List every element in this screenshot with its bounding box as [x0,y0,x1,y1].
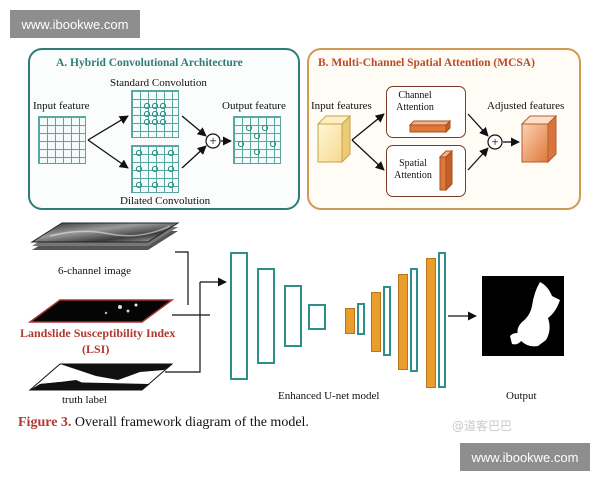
panel-b-title: B. Multi-Channel Spatial Attention (MCSA… [318,57,535,69]
six-channel-image-stack [30,222,180,250]
six-channel-label: 6-channel image [58,265,131,277]
arrow-to-dilated [87,139,129,169]
panel-a-output-label: Output feature [222,100,286,112]
kernel-dot [143,118,151,126]
watermark-bottom: www.ibookwe.com [460,443,590,471]
weibo-watermark: @道客巴巴 [452,419,513,433]
panel-a-standard-label: Standard Convolution [110,77,207,89]
channel-attention-label: Channel Attention [396,90,434,113]
watermark-top: www.ibookwe.com [10,10,140,38]
arrow-dilated-to-sum [181,145,207,169]
kernel-dot [253,148,261,156]
unet-skip-block [438,252,446,388]
spatial-attention-label: Spatial Attention [394,158,432,181]
arrow-to-channel [351,113,385,141]
kernel-dot [253,132,261,140]
kernel-dot [135,181,143,189]
panel-b-input-label: Input features [311,100,372,112]
kernel-dot [135,149,143,157]
arrow-to-spatial [351,139,385,171]
figure-number: Figure 3. [18,415,72,430]
kernel-dot [151,118,159,126]
sum-symbol-b: + [491,134,499,149]
kernel-dot [151,149,159,157]
kernel-dot [269,140,277,148]
kernel-dot [143,102,151,110]
lsi-abbr-label: (LSI) [82,342,110,356]
input-features-cube [316,114,352,164]
panel-a-input-label: Input feature [33,100,90,112]
unet-decoder-block [398,274,408,370]
sum-node-b [487,134,503,150]
unet-decoder-block [345,308,355,334]
arrow-channel-to-sum [467,113,489,137]
kernel-dot [159,118,167,126]
unet-decoder-block [426,258,436,388]
unet-skip-block [410,268,418,372]
kernel-dot [143,110,151,118]
kernel-dot [261,124,269,132]
unet-skip-block [383,286,391,356]
connector-six-channel [175,251,189,305]
lsi-label: Landslide Susceptibility Index [20,326,176,340]
unet-encoder-block [284,285,302,347]
figure-caption-text: Overall framework diagram of the model. [71,415,309,430]
panel-b-adjusted-label: Adjusted features [487,100,565,112]
kernel-dot [159,110,167,118]
arrow-standard-to-sum [181,115,207,137]
standard-conv-grid [131,90,179,138]
dilated-conv-grid [131,145,179,193]
kernel-dot [167,181,175,189]
output-map [482,276,564,356]
connector-truth [165,282,201,373]
kernel-dot [151,110,159,118]
panel-a-dilated-label: Dilated Convolution [120,195,211,207]
kernel-dot [245,124,253,132]
unet-encoder-block [257,268,275,364]
unet-encoder-block [230,252,248,380]
truth-label-map [28,363,174,391]
output-feature-grid [233,116,281,164]
spatial-attention-box [386,145,466,197]
panel-a-title: A. Hybrid Convolutional Architecture [56,57,243,69]
unet-skip-block [357,303,365,335]
sum-node-a [205,133,221,149]
unet-model-label: Enhanced U-net model [278,390,380,402]
figure-caption: Figure 3. Overall framework diagram of t… [18,415,309,431]
kernel-dot [159,102,167,110]
kernel-dot [151,181,159,189]
lsi-map [27,299,175,323]
kernel-dot [167,149,175,157]
kernel-dot [167,165,175,173]
kernel-dot [151,165,159,173]
input-feature-grid [38,116,86,164]
arrow-spatial-to-sum [467,147,489,171]
adjusted-features-cube [520,114,558,164]
arrow-to-standard [87,115,129,141]
unet-decoder-block [371,292,381,352]
spatial-attention-slab [438,149,454,192]
channel-attention-bar [408,119,452,134]
truth-label-text: truth label [62,394,107,406]
sum-symbol-a: + [209,133,217,148]
output-label: Output [506,390,537,402]
kernel-dot [151,102,159,110]
kernel-dot [237,140,245,148]
unet-bottleneck-block [308,304,326,330]
kernel-dot [135,165,143,173]
